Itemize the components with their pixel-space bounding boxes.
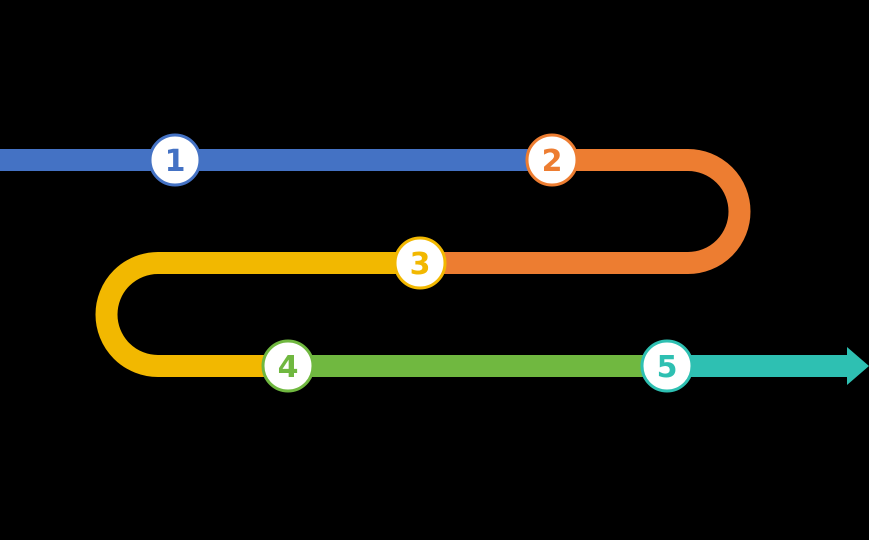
segment-5-arrow: [667, 347, 869, 385]
segment-2-path: [420, 149, 751, 274]
step-5-marker: 5: [640, 339, 694, 393]
step-4-label: 4: [278, 350, 299, 385]
segment-3-path: [95, 252, 420, 377]
step-3-label: 3: [410, 247, 431, 282]
step-2-label: 2: [542, 144, 563, 179]
step-3-marker: 3: [393, 236, 447, 290]
step-1-marker: 1: [148, 133, 202, 187]
step-1-label: 1: [165, 144, 186, 179]
step-2-marker: 2: [525, 133, 579, 187]
step-5-label: 5: [657, 350, 678, 385]
step-4-marker: 4: [261, 339, 315, 393]
